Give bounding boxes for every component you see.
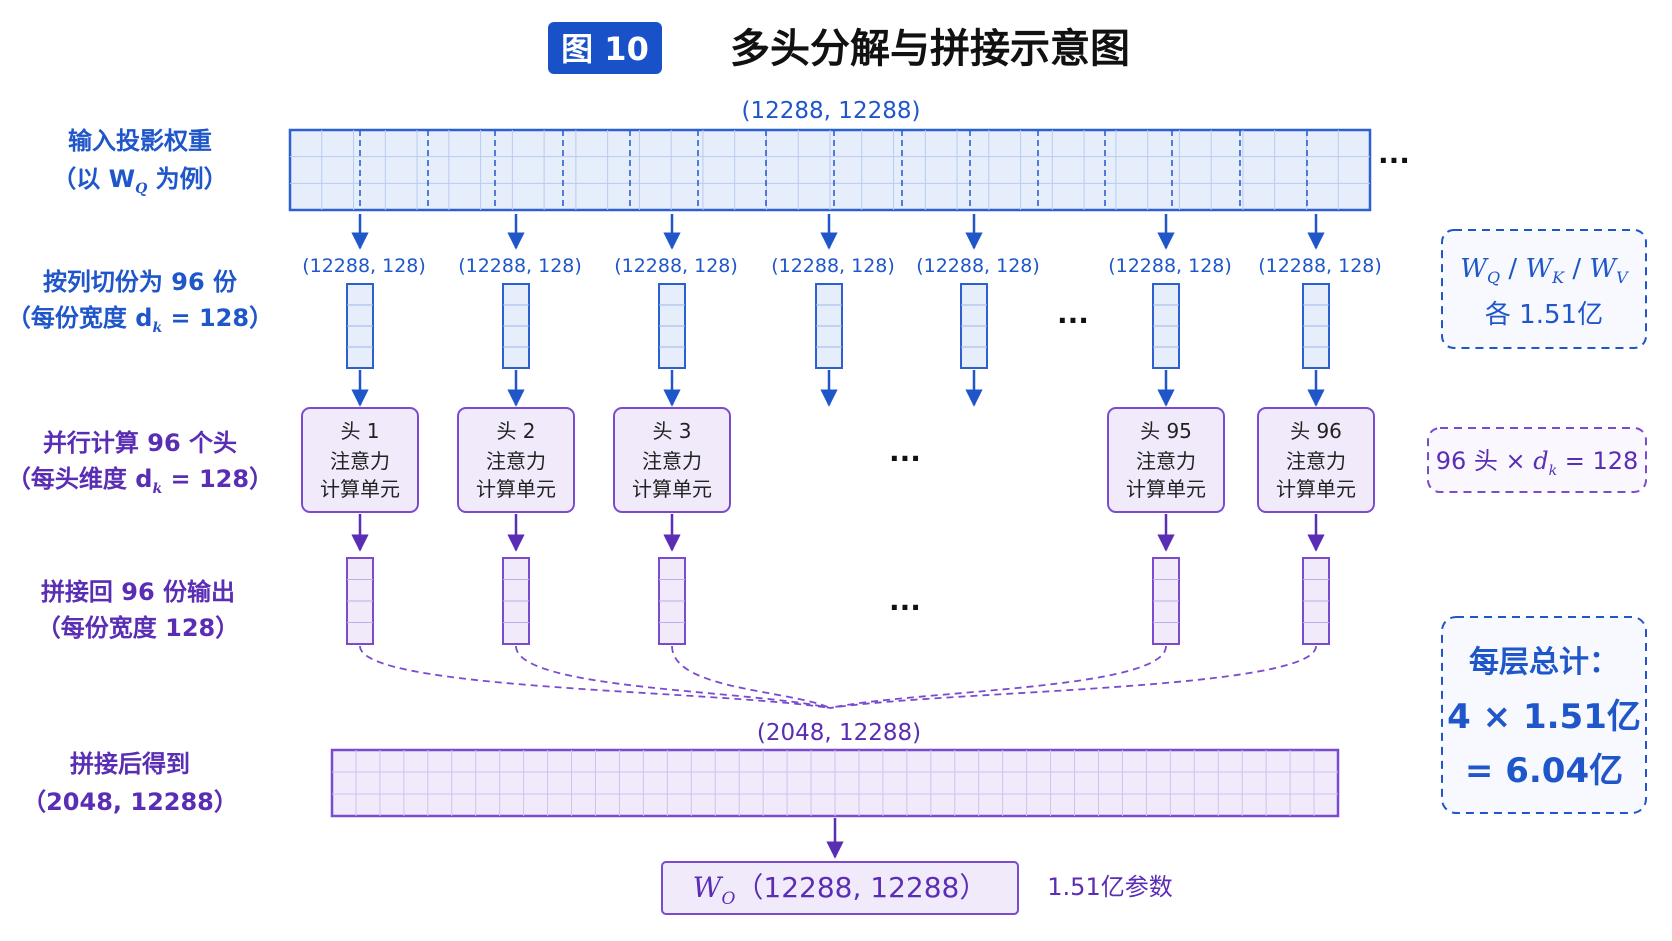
heads-note-box [1427,427,1647,493]
concat-matrix [330,748,1340,818]
head-line2: 注意力 [642,449,702,473]
label-concat-line2: （每份宽度 128） [37,614,239,642]
input-matrix-shape: (12288, 12288) [742,98,921,124]
label-concat-line1: 拼接回 96 份输出 [41,578,235,606]
attention-head-box [1257,407,1375,513]
label-result-line1: 拼接后得到 [70,750,190,778]
attention-head-box [1107,407,1225,513]
head-line2: 注意力 [330,449,390,473]
head-line3: 计算单元 [632,477,712,501]
total-note-line2: 4 × 1.51亿 [1447,697,1641,737]
concat-curve [359,645,831,709]
slice-shape-label: (12288, 128) [916,255,1040,277]
concat-curve [829,645,1317,709]
label-parallel-line1: 并行计算 96 个头 [43,429,237,457]
total-note-line1: 每层总计： [1469,645,1619,680]
label-split-line1: 按列切份为 96 份 [43,268,238,296]
head-line3: 计算单元 [320,477,400,501]
slice-shape-label: (12288, 128) [458,255,582,277]
outputs-ellipsis: ··· [889,591,921,624]
heads-note: 96 头 × dk = 128 [1436,447,1639,479]
head-name: 头 1 [340,419,379,443]
figure-badge: 图 10 [561,30,649,68]
label-result-line2: （2048, 12288） [22,788,238,816]
slice-shape-label: (12288, 128) [302,255,426,277]
slice-shape-label: (12288, 128) [771,255,895,277]
attention-head-box [613,407,731,513]
output-row [346,557,1330,709]
label-parallel-line2: （每头维度 dk = 128） [7,465,273,497]
concat-matrix-shape: (2048, 12288) [757,720,921,746]
slice-row: (12288, 128) (12288, 128) (12288, 128) (122… [302,214,1382,407]
head-name: 头 95 [1140,419,1192,443]
concat-curve [515,645,831,709]
head-line2: 注意力 [1286,449,1346,473]
slice-shape-label: (12288, 128) [1108,255,1232,277]
head-line3: 计算单元 [476,477,556,501]
concat-curve [829,645,1167,709]
diagram-title: 多头分解与拼接示意图 [730,26,1130,72]
qkv-note-line1: WQ / WK / WV [1460,254,1629,287]
head-line2: 注意力 [1136,449,1196,473]
label-input-line1: 输入投影权重 [68,127,212,155]
head-line2: 注意力 [486,449,546,473]
total-note-line3: = 6.04亿 [1465,751,1623,791]
figure-badge-bg [548,22,662,74]
attention-head-box [301,407,419,513]
heads-ellipsis: ··· [889,442,921,475]
total-note-box [1441,616,1647,814]
head-line3: 计算单元 [1126,477,1206,501]
head-name: 头 96 [1290,419,1342,443]
slices-ellipsis: ··· [1057,304,1089,337]
concat-curve [671,645,831,709]
attention-head-box [457,407,575,513]
slice-shape-label: (12288, 128) [1258,255,1382,277]
input-matrix [288,128,1372,212]
qkv-note-line2: 各 1.51亿 [1485,300,1603,330]
input-matrix-ellipsis: ··· [1378,144,1410,177]
slice-shape-label: (12288, 128) [614,255,738,277]
label-split-line2: （每份宽度 dk = 128） [7,304,273,336]
wo-param-note: 1.51亿参数 [1047,873,1172,901]
wo-label: WO（12288, 12288） [693,871,988,909]
head-line3: 计算单元 [1276,477,1356,501]
label-input-line2: （以 WQ 为例） [52,165,227,197]
head-name: 头 2 [496,419,535,443]
qkv-note-box [1441,229,1647,349]
wo-box [661,861,1019,915]
head-name: 头 3 [652,419,691,443]
